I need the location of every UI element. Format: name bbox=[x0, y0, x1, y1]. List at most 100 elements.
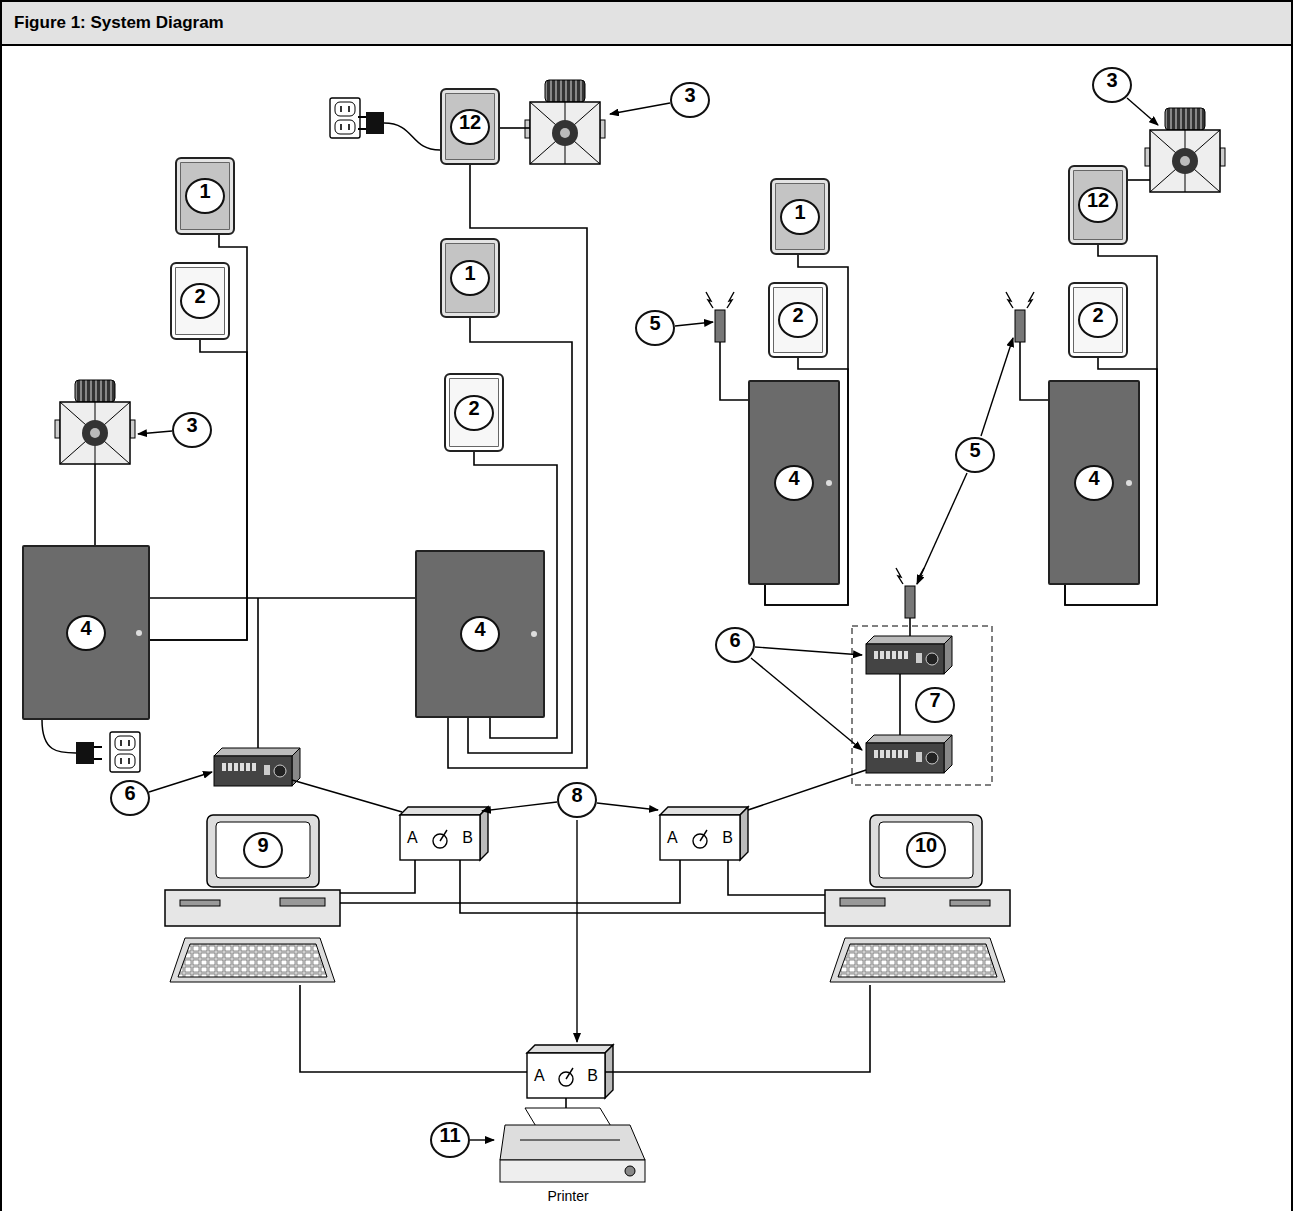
ab-switch-boxes bbox=[566, 1068, 573, 1079]
callout-number: 1 bbox=[450, 260, 490, 296]
header-band: Figure 1: System Diagram bbox=[0, 0, 1293, 46]
printer-caption: Printer bbox=[545, 1188, 590, 1204]
callout-number: 4 bbox=[460, 616, 500, 652]
ab-switch: AB bbox=[527, 1053, 605, 1098]
callout-number: 5 bbox=[955, 437, 995, 473]
computers bbox=[216, 822, 310, 878]
strobe-lights bbox=[1145, 108, 1225, 192]
switch-port-label: A bbox=[407, 829, 418, 847]
network-devices bbox=[214, 626, 992, 786]
control-cabinet: 4 bbox=[22, 545, 150, 720]
cabinet-latch bbox=[1126, 480, 1132, 486]
power-outlets bbox=[76, 742, 94, 764]
callout-number: 12 bbox=[1078, 187, 1118, 223]
callout-number: 9 bbox=[243, 832, 283, 868]
callout-leaders bbox=[138, 98, 1158, 1140]
wire-connector bbox=[150, 235, 247, 640]
switch-port-label: A bbox=[667, 829, 678, 847]
computers bbox=[838, 944, 997, 977]
device-panel: 2 bbox=[444, 373, 504, 452]
power-outlets bbox=[358, 117, 366, 129]
callout-number: 8 bbox=[557, 782, 597, 818]
computers bbox=[165, 890, 340, 926]
ab-switch-boxes bbox=[480, 807, 488, 860]
computers bbox=[180, 900, 220, 906]
computer: 9 bbox=[165, 815, 340, 985]
callout-number: 1 bbox=[780, 199, 820, 235]
computers bbox=[170, 938, 335, 982]
wires bbox=[94, 464, 96, 545]
device-panel: 1 bbox=[770, 178, 830, 255]
callout-number: 7 bbox=[915, 687, 955, 723]
callout-number: 2 bbox=[180, 283, 220, 319]
ab-switch-boxes bbox=[660, 807, 748, 815]
strobe-lights bbox=[55, 380, 135, 464]
wire-connector bbox=[340, 860, 680, 903]
wire-connector bbox=[340, 860, 415, 893]
wires bbox=[909, 618, 911, 636]
callout-leaders bbox=[149, 772, 212, 792]
ab-switch-boxes bbox=[700, 830, 707, 841]
antennas bbox=[706, 292, 1034, 618]
callout-number: 12 bbox=[450, 109, 490, 145]
callout-number: 3 bbox=[172, 412, 212, 448]
switch-port-label: B bbox=[587, 1067, 598, 1085]
power-outlets bbox=[330, 98, 360, 138]
wires bbox=[899, 674, 901, 735]
frame-line bbox=[1291, 0, 1293, 1211]
device-panel: 2 bbox=[1068, 282, 1128, 358]
wires bbox=[1020, 342, 1048, 400]
printer bbox=[625, 1166, 635, 1176]
ab-switch: AB bbox=[400, 815, 480, 860]
callout-leaders bbox=[610, 103, 670, 114]
wire-connector bbox=[150, 597, 415, 599]
wires bbox=[565, 1098, 567, 1108]
callout-leaders bbox=[751, 658, 862, 750]
callout-leaders bbox=[138, 431, 172, 434]
callout-number: 4 bbox=[774, 465, 814, 501]
power-outlets bbox=[42, 720, 76, 753]
computers bbox=[178, 944, 327, 977]
computers bbox=[950, 900, 990, 906]
device-panel: 1 bbox=[440, 238, 500, 318]
wires bbox=[742, 770, 866, 812]
callout-number: 2 bbox=[1078, 302, 1118, 338]
cabinet-latch bbox=[531, 631, 537, 637]
callout-leaders bbox=[482, 802, 557, 811]
wire-connector bbox=[460, 860, 825, 913]
computers bbox=[280, 898, 325, 906]
cabinet-latch bbox=[136, 630, 142, 636]
callout-number: 1 bbox=[185, 178, 225, 214]
callout-number: 6 bbox=[110, 780, 150, 816]
callout-number: 3 bbox=[1092, 67, 1132, 103]
wire-connector bbox=[728, 860, 825, 895]
control-cabinet: 4 bbox=[1048, 380, 1140, 585]
computers bbox=[165, 815, 1010, 982]
computers bbox=[879, 822, 973, 878]
computers bbox=[830, 938, 1005, 982]
callout-leaders bbox=[470, 1139, 494, 1140]
printer bbox=[520, 1140, 620, 1141]
ab-switch: AB bbox=[660, 815, 740, 860]
computer: 10 bbox=[825, 815, 1010, 985]
callout-leaders bbox=[675, 322, 713, 326]
printer bbox=[500, 1108, 645, 1182]
callout-leaders bbox=[755, 647, 862, 655]
ab-switch-boxes bbox=[527, 1053, 605, 1098]
wire-connector bbox=[605, 985, 870, 1072]
ab-switch-boxes bbox=[527, 1045, 613, 1053]
power-outlets bbox=[94, 747, 102, 759]
computers bbox=[825, 890, 1010, 926]
callout-leaders bbox=[917, 473, 967, 584]
callout-number: 11 bbox=[430, 1122, 470, 1158]
network-devices bbox=[214, 748, 300, 786]
callout-leaders bbox=[597, 803, 658, 810]
callout-leaders bbox=[1127, 98, 1158, 125]
wires bbox=[95, 128, 1150, 1108]
power-outlets bbox=[110, 732, 140, 772]
wires bbox=[292, 780, 402, 812]
switch-port-label: A bbox=[534, 1067, 545, 1085]
computers bbox=[870, 815, 982, 887]
printer bbox=[500, 1160, 645, 1182]
